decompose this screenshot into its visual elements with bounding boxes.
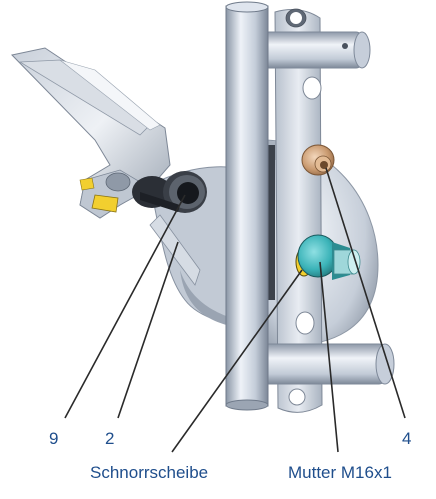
back-plate <box>268 8 323 413</box>
leader-line-2 <box>117 241 179 419</box>
leader-line-mutter <box>319 261 339 453</box>
vertical-rod <box>225 1 269 411</box>
callout-schnorrscheibe: Schnorrscheibe <box>90 463 209 482</box>
callout-4: 4 <box>402 429 412 448</box>
leader-line-schnorrscheibe <box>171 269 303 453</box>
callout-2: 2 <box>105 429 115 448</box>
top-crossbar <box>261 31 371 69</box>
lever-bracket <box>11 47 171 219</box>
callout-mutter: Mutter M16x1 <box>288 463 392 482</box>
bronze-fitting <box>301 144 335 176</box>
leader-line-4 <box>325 167 406 419</box>
leader-lines <box>64 167 406 453</box>
bushing <box>132 171 207 213</box>
leader-line-9 <box>64 194 186 419</box>
callout-9: 9 <box>49 429 59 448</box>
